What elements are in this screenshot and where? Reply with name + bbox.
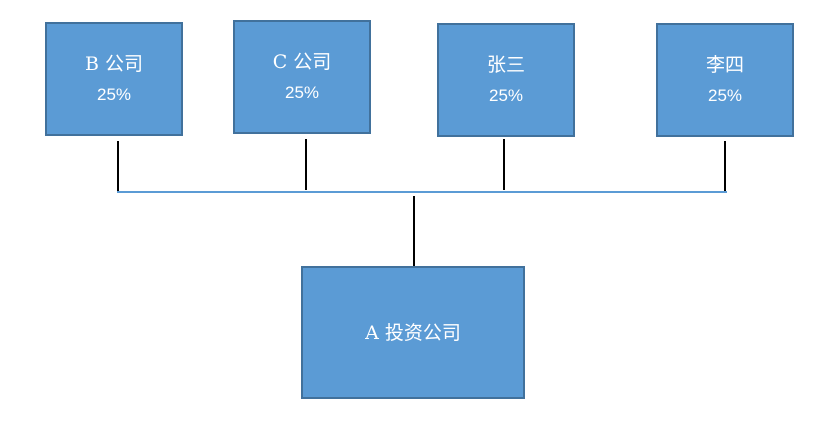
shareholder-share: 25%: [707, 86, 743, 105]
shareholder-share: 25%: [96, 85, 132, 104]
shareholder-box-lisi: 李四 25%: [656, 23, 794, 137]
shareholder-name: B 公司: [84, 53, 143, 75]
shareholder-name: 李四: [705, 54, 744, 76]
connector-company: [413, 196, 415, 266]
shareholder-share: 25%: [488, 86, 524, 105]
connector-b: [117, 141, 119, 192]
ownership-bus-line: [117, 191, 727, 193]
shareholder-box-c: C 公司 25%: [233, 20, 371, 134]
shareholder-box-zhangsan: 张三 25%: [437, 23, 575, 137]
shareholder-box-b: B 公司 25%: [45, 22, 183, 136]
company-box: A 投资公司: [301, 266, 525, 399]
shareholder-share: 25%: [284, 83, 320, 102]
shareholder-name: 张三: [486, 54, 525, 76]
connector-c: [305, 139, 307, 190]
connector-zhangsan: [503, 139, 505, 190]
connector-lisi: [724, 141, 726, 192]
shareholder-name: C 公司: [272, 51, 332, 73]
company-name: A 投资公司: [365, 321, 461, 344]
